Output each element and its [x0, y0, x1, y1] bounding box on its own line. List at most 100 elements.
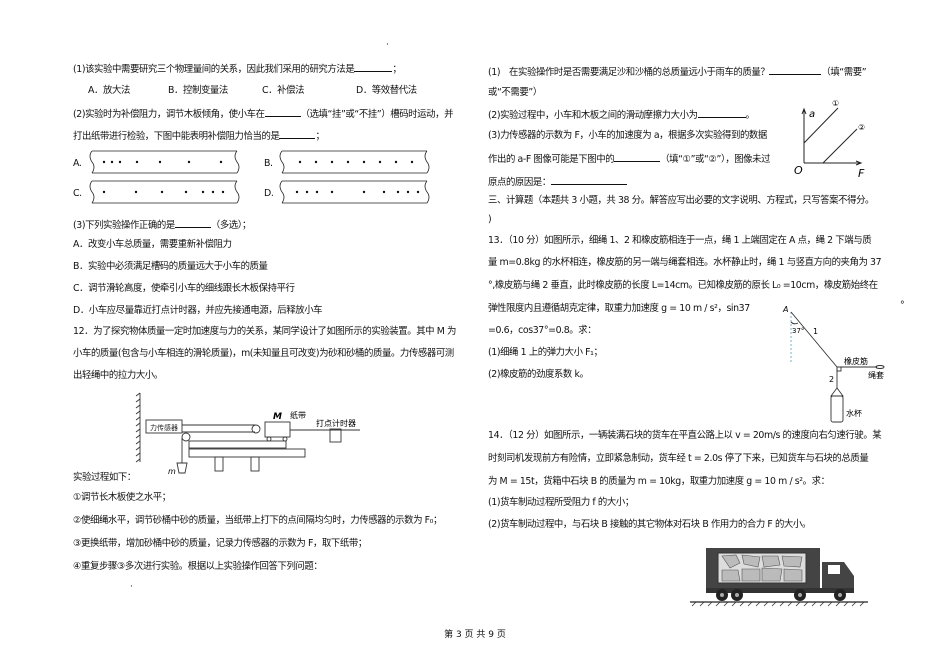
tape-label: 纸带	[290, 410, 306, 420]
tape-dot	[315, 190, 319, 194]
tape-dot	[394, 160, 398, 164]
q3-option-a: A．改变小车总质量，需要重新补偿阻力	[73, 239, 232, 250]
part-1-line2: 或“不需要”）	[488, 87, 542, 98]
tape-dot	[221, 190, 225, 194]
question-14-line1: 14．（12 分）如图所示，一辆装满石块的货车在平直公路上以 v = 20m/s…	[488, 430, 882, 441]
tape-dot	[346, 160, 350, 164]
part-3-line1: (3)力传感器的示数为 F，小车的加速度为 a，根据多次实验得到的数据	[488, 130, 767, 141]
line-1-label: ①	[832, 99, 839, 108]
tape-label-b: B.	[264, 158, 273, 169]
tape-dot	[382, 190, 386, 194]
rope-loop-label: 绳套	[868, 370, 884, 380]
tape-label-a: A.	[73, 158, 82, 169]
question-13-line2: 量 m=0.8kg 的水杯相连，橡皮筋的另一端与绳套相连。水杯静止时，绳 1 与…	[488, 257, 882, 268]
question-14-part1: (1)货车制动过程所受阻力 f 的大小；	[488, 497, 634, 508]
section-heading: 三、计算题（本题共 3 小题，共 38 分。解答应写出必要的文字说明、方程式，只…	[488, 195, 875, 206]
question-13-line5: =0.6，cos37°=0.8。求：	[488, 325, 597, 336]
tape-dot	[211, 190, 215, 194]
question-13-part1: (1)细绳 1 上的弹力大小 F₁；	[488, 347, 603, 358]
question-2-line2: 打出纸带进行检验，下图中能表明补偿阻力恰当的是；	[73, 131, 325, 142]
tape-dot	[314, 160, 318, 164]
q3-option-b: B．实验中必须满足槽码的质量远大于小车的质量	[73, 261, 268, 272]
timer-label: 打点计时器	[316, 418, 356, 428]
rope-1-label: 1	[813, 327, 818, 336]
part-2: (2)实验过程中，小车和木板之间的滑动摩擦力大小为。	[488, 110, 755, 121]
step-4: ④重复步骤③多次进行实验。根据以上实验操作回答下列问题：	[73, 561, 323, 572]
question-2-line1: (2)实验时为补偿阻力，调节木板倾角，使小车在（选填“挂”或“不挂”）槽码时运动…	[73, 109, 454, 120]
tape-dot	[102, 190, 106, 194]
tape-dot	[102, 160, 106, 164]
tape-dot	[110, 160, 114, 164]
step-3: ③更换纸带，增加砂桶中砂的质量，记录力传感器的示数为 F，取下纸带；	[73, 538, 367, 549]
question-3: (3)下列实验操作正确的是（多选）；	[73, 220, 252, 231]
part-3-line2: 作出的 a-F 图像可能是下图中的（填“①”或“②”），图像未过	[488, 154, 771, 165]
origin-label: O	[794, 164, 803, 177]
line-2-label: ②	[858, 123, 865, 132]
part-1-line1: (1) 在实验操作时是否需要满足沙和沙桶的总质量远小于雨车的质量？（填“需要”	[488, 67, 867, 78]
section-heading-end: )	[488, 214, 492, 225]
tape-dot	[201, 190, 205, 194]
degree-mark: °	[900, 300, 905, 311]
sensor-label: 力传感器	[150, 423, 178, 432]
dot-mark: ·	[386, 40, 389, 50]
question-12-line3: 出轻绳中的拉力大小。	[73, 370, 163, 381]
tape-dot	[118, 160, 122, 164]
tape-label-d: D.	[264, 188, 274, 199]
tape-dot	[330, 190, 334, 194]
question-13-line3: °,橡皮筋与绳 2 垂直，此时橡皮筋的长度 L=14cm。已知橡皮筋的原长 L₀…	[488, 280, 878, 291]
cart-mass-label: M	[273, 412, 282, 422]
bucket-mass-label: m	[168, 467, 176, 476]
process-heading: 实验过程如下：	[73, 472, 136, 483]
page-footer: 第 3 页 共 9 页	[444, 630, 506, 640]
y-axis-label: a	[809, 109, 815, 120]
option-d: D．等效替代法	[356, 85, 417, 96]
angle-label: 37°	[792, 327, 804, 335]
step-2: ②使细绳水平，调节砂桶中砂的质量，当纸带上打下的点间隔均匀时，力传感器的示数为 …	[73, 515, 442, 526]
tape-dot	[378, 160, 382, 164]
q3-option-c: C．调节滑轮高度，使牵引小车的细线跟长木板保持平行	[73, 283, 295, 294]
option-b: B．控制变量法	[168, 85, 228, 96]
question-12-line2: 小车的质量(包含与小车相连的滑轮质量)，m(未知量且可改变)为砂和砂桶的质量。力…	[73, 348, 454, 359]
cup-label: 水杯	[846, 408, 862, 418]
tape-dot	[219, 160, 223, 164]
question-14-line3: 为 M = 15t，货箱中石块 B 的质量为 m = 10kg，取重力加速度 g…	[488, 476, 830, 487]
tape-dot	[158, 160, 162, 164]
rope-2-label: 2	[829, 375, 834, 384]
tape-dot	[184, 190, 188, 194]
tape-dot	[362, 190, 366, 194]
tape-dot	[330, 160, 334, 164]
question-1: (1)该实验中需要研究三个物理量间的关系，因此我们采用的研究方法是；	[73, 64, 402, 75]
rubber-band-label: 橡皮筋	[844, 356, 868, 366]
tape-dot	[135, 160, 139, 164]
option-a: A．放大法	[88, 85, 130, 96]
tape-dot	[187, 160, 191, 164]
option-c: C．补偿法	[262, 85, 305, 96]
question-14-part2: (2)货车制动过程中，与石块 B 接触的其它物体对石块 B 作用力的合力 F 的…	[488, 519, 811, 530]
tape-dot	[396, 190, 400, 194]
part-3-line3: 原点的原因是：	[488, 175, 627, 189]
tape-dot	[410, 160, 414, 164]
tape-label-c: C.	[73, 188, 82, 199]
x-axis-label: F	[858, 167, 865, 180]
tape-dot	[305, 190, 309, 194]
tape-dot	[406, 190, 410, 194]
tape-dot	[160, 190, 164, 194]
question-14-line2: 时刻司机发现前方有险情，立即紧急制动，货车经 t = 2.0s 停了下来，已知货…	[488, 453, 869, 464]
q3-option-d: D．小车应尽量靠近打点计时器，并应先接通电源，后释放小车	[73, 305, 323, 316]
question-13-part2: (2)橡皮筋的劲度系数 k。	[488, 369, 589, 380]
tape-dot	[298, 160, 302, 164]
question-13-line4: 弹性限度内且遵循胡克定律，取重力加速度 g = 10 m / s²，sin37	[488, 303, 750, 314]
tape-dot	[362, 160, 366, 164]
step-1: ①调节长木板使之水平；	[73, 492, 171, 503]
dot-mark: ·	[130, 582, 133, 592]
tape-dot	[416, 190, 420, 194]
question-12-line1: 12．为了探究物体质量一定时加速度与力的关系，某同学设计了如图所示的实验装置。其…	[73, 326, 456, 337]
question-13-line1: 13．（10 分）如图所示，细绳 1、2 和橡皮筋相连于一点，绳 1 上端固定在…	[488, 235, 872, 246]
tape-dot	[134, 190, 138, 194]
point-a-label: A	[782, 305, 788, 314]
